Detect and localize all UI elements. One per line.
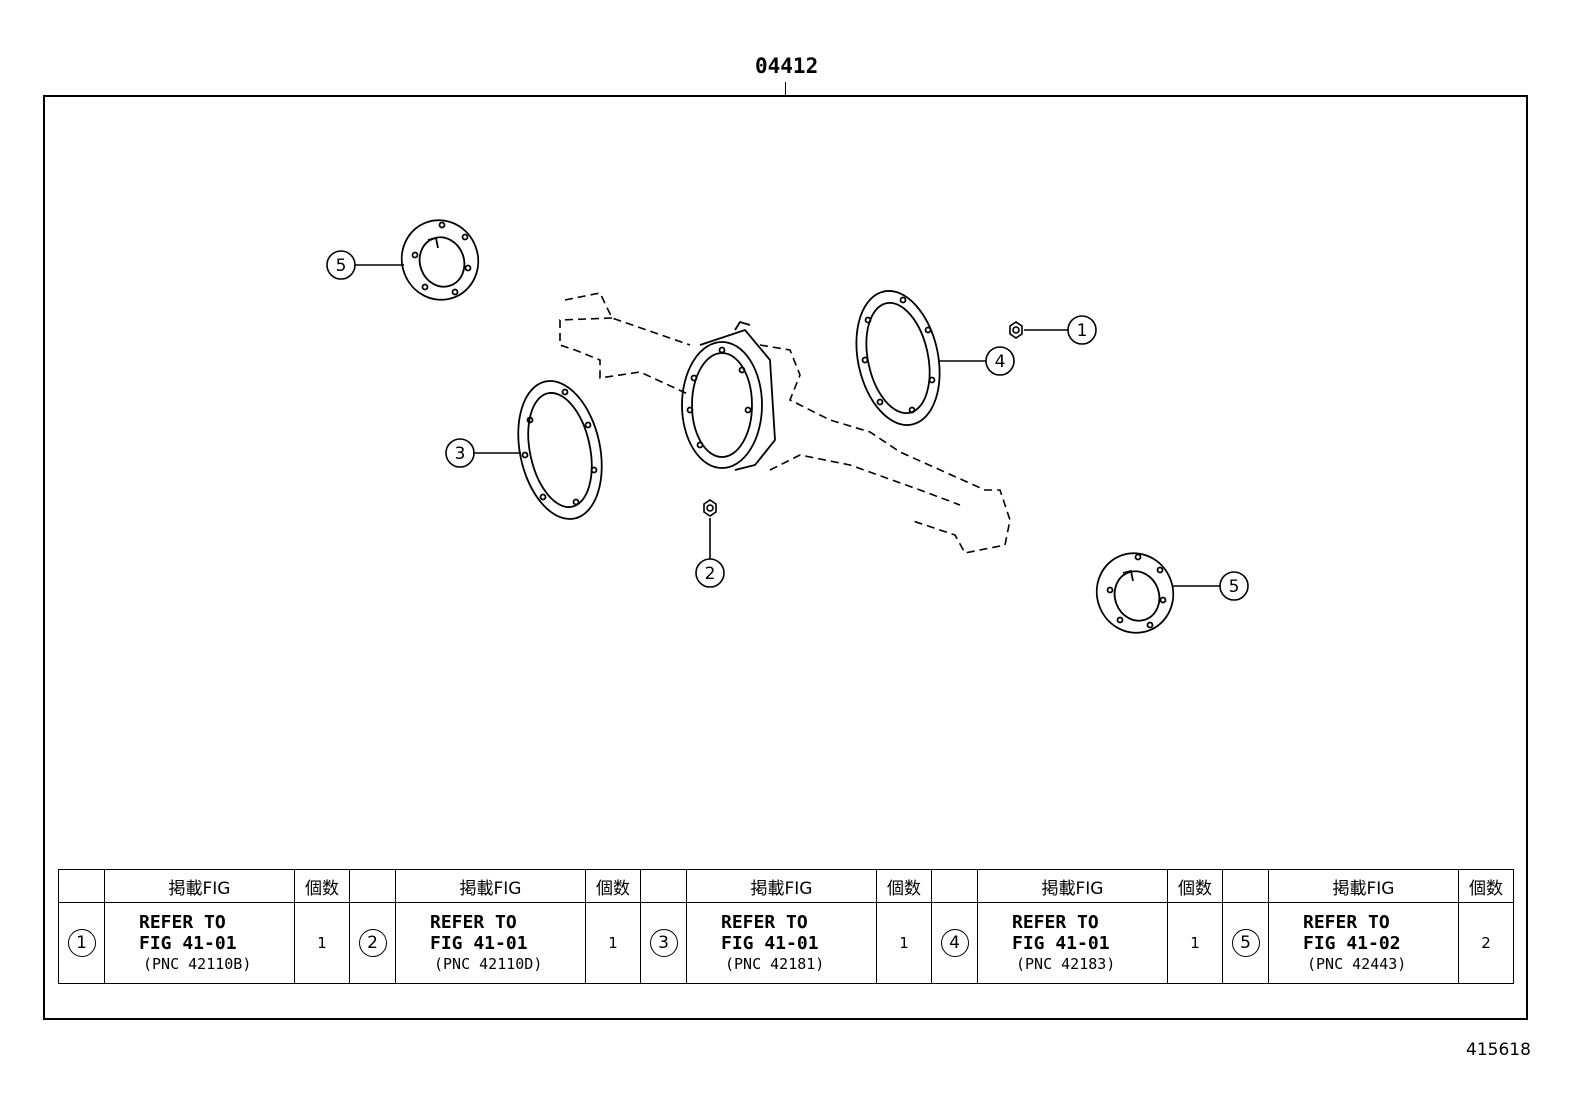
header-qty: 個数	[1167, 869, 1223, 903]
header-qty: 個数	[294, 869, 350, 903]
leader-lines	[355, 264, 1220, 587]
callout-4: 4	[985, 346, 1015, 376]
header-fig: 掲載FIG	[977, 869, 1168, 903]
carrier-housing	[681, 320, 776, 471]
reference-line-1: REFER TO	[139, 911, 226, 933]
header-num-cell	[349, 869, 396, 903]
row-number-cell: 5	[1222, 902, 1269, 984]
kit-leader-line	[785, 82, 786, 96]
reference-line-3: (PNC 42110B)	[143, 954, 252, 973]
callout-1: 1	[1067, 315, 1097, 345]
axle-housing-outline	[559, 292, 1011, 554]
header-qty: 個数	[876, 869, 932, 903]
row-number-cell: 1	[58, 902, 105, 984]
reference-line-1: REFER TO	[1303, 911, 1390, 933]
callout-number: 5	[336, 256, 347, 276]
header-num-cell	[640, 869, 687, 903]
nut-part-1	[1009, 321, 1023, 339]
reference-line-3: (PNC 42181)	[725, 954, 825, 973]
part-number-badge: 4	[940, 929, 969, 957]
gasket-part-4	[855, 290, 941, 426]
reference-line-2: FIG 41-01	[721, 932, 819, 954]
header-fig: 掲載FIG	[104, 869, 295, 903]
header-fig: 掲載FIG	[395, 869, 586, 903]
header-fig: 掲載FIG	[1268, 869, 1459, 903]
reference-line-3: (PNC 42443)	[1307, 954, 1407, 973]
header-num-cell	[1222, 869, 1269, 903]
header-qty: 個数	[585, 869, 641, 903]
part-number-badge: 2	[358, 929, 387, 957]
reference-line-2: FIG 41-02	[1303, 932, 1401, 954]
callout-2: 2	[695, 558, 725, 588]
gasket-part-5-upper	[400, 219, 480, 301]
quantity-cell: 1	[876, 902, 932, 984]
gasket-part-5-lower	[1095, 552, 1175, 634]
part-number-badge: 5	[1231, 929, 1260, 957]
row-number-cell: 2	[349, 902, 396, 984]
header-fig: 掲載FIG	[686, 869, 877, 903]
callout-number: 4	[995, 352, 1006, 372]
callout-3: 3	[445, 438, 475, 468]
figure-id: 415618	[1466, 1040, 1531, 1060]
quantity-cell: 1	[1167, 902, 1223, 984]
reference-line-3: (PNC 42183)	[1016, 954, 1116, 973]
header-qty: 個数	[1458, 869, 1514, 903]
header-num-cell	[931, 869, 978, 903]
callout-5-lower: 5	[1219, 571, 1249, 601]
reference-line-1: REFER TO	[430, 911, 517, 933]
diagram-frame	[43, 95, 1528, 1020]
part-number-badge: 3	[649, 929, 678, 957]
kit-number: 04412	[755, 54, 819, 78]
callout-number: 1	[1077, 321, 1088, 341]
nut-part-2	[703, 499, 717, 517]
reference-line-2: FIG 41-01	[430, 932, 528, 954]
table-header-row: 掲載FIG 個数 掲載FIG 個数 掲載FIG 個数 掲載FIG 個数 掲載FI…	[58, 869, 1514, 903]
part-number-badge: 1	[67, 929, 96, 957]
reference-line-2: FIG 41-01	[139, 932, 237, 954]
reference-line-1: REFER TO	[721, 911, 808, 933]
row-number-cell: 4	[931, 902, 978, 984]
reference-table: 掲載FIG 個数 掲載FIG 個数 掲載FIG 個数 掲載FIG 個数 掲載FI…	[58, 869, 1514, 984]
reference-line-3: (PNC 42110D)	[434, 954, 543, 973]
callouts: 5 3 1 4 2 5	[326, 250, 1249, 601]
callout-number: 2	[705, 564, 716, 584]
row-number-cell: 3	[640, 902, 687, 984]
header-num-cell	[58, 869, 105, 903]
reference-line-2: FIG 41-01	[1012, 932, 1110, 954]
quantity-cell: 2	[1458, 902, 1514, 984]
callout-number: 3	[455, 444, 466, 464]
reference-line-1: REFER TO	[1012, 911, 1099, 933]
callout-5-upper: 5	[326, 250, 356, 280]
quantity-cell: 1	[294, 902, 350, 984]
callout-number: 5	[1229, 577, 1240, 597]
gasket-part-3	[517, 380, 603, 520]
quantity-cell: 1	[585, 902, 641, 984]
